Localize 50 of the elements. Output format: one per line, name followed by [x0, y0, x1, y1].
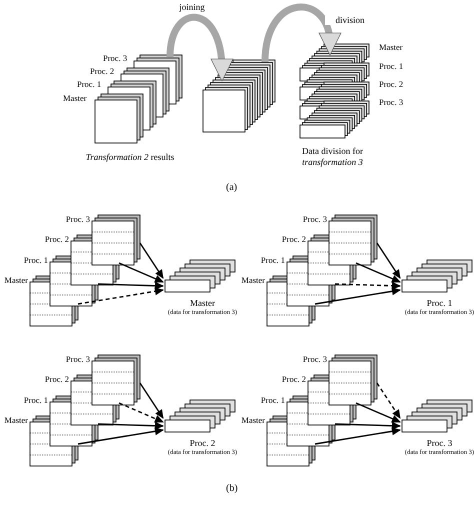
arrow	[98, 422, 164, 430]
arrow	[118, 402, 164, 423]
stack-label: Proc. 1	[77, 80, 102, 88]
stack-label: Master	[63, 94, 87, 102]
stack-label: Proc. 1	[24, 256, 48, 264]
stack-label: Proc. 1	[260, 396, 285, 404]
panel-label: (a)	[226, 183, 238, 193]
arrow	[356, 402, 401, 423]
arrow	[139, 242, 164, 279]
arrow	[166, 14, 233, 82]
arrow	[314, 427, 401, 445]
stack-label: Proc. 2	[188, 439, 216, 448]
stack-label: Proc. 2	[44, 235, 69, 244]
arrow	[376, 382, 401, 419]
arrow	[334, 282, 401, 290]
panel-label: (b)	[226, 484, 238, 494]
stack-label: Proc. 1	[379, 62, 404, 70]
stack-label: Proc. 2	[282, 375, 306, 384]
stack-label: Proc. 3	[66, 355, 90, 364]
arrow	[334, 422, 401, 430]
stack-label: Proc. 3	[426, 439, 454, 448]
stack-label: Proc. 3	[302, 215, 327, 224]
stack-label: Proc. 1	[426, 299, 454, 308]
stack-label: Proc. 2	[90, 67, 114, 76]
stack-label: Master	[241, 276, 265, 284]
stack-label: Master	[379, 43, 403, 52]
stack-label: Master	[241, 416, 265, 424]
caption-text: Transformation 2 results	[84, 153, 176, 162]
stack-label: Proc. 3	[103, 54, 128, 62]
stack-label: Proc. 3	[302, 355, 327, 364]
stack-label: Master	[4, 276, 28, 284]
arrow	[314, 287, 401, 305]
arrow	[98, 282, 164, 290]
stack-label: Proc. 1	[260, 256, 285, 264]
stack-label: Proc. 2	[282, 235, 306, 244]
caption-text: Data division for transformation 3	[301, 146, 364, 168]
arrow	[376, 242, 401, 279]
stack-label: Proc. 3	[379, 98, 404, 106]
arrow	[118, 262, 164, 283]
stack-label: Proc. 2	[44, 375, 69, 384]
arrow	[78, 287, 164, 305]
stack-label: Proc. 3	[66, 215, 90, 224]
stack-label: Master	[189, 299, 216, 308]
stack-label: Proc. 1	[24, 396, 48, 404]
arrow	[356, 262, 401, 283]
stack-label: Master	[4, 416, 28, 424]
arrow	[262, 4, 340, 62]
stack-label: Proc. 2	[379, 80, 404, 88]
arrow	[78, 427, 164, 445]
arrow	[139, 382, 164, 419]
